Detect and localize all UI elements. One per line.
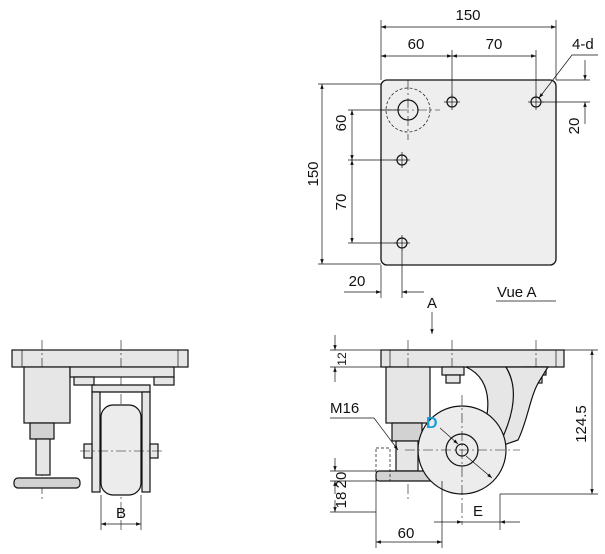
bolt-nut [445, 374, 461, 384]
dim-hole-spacing-y1: 60 [333, 115, 350, 132]
mount-hole [394, 152, 410, 168]
dim-e-label: E [473, 503, 483, 520]
mount-hole [394, 235, 410, 251]
side-view: A D 1 [330, 295, 598, 548]
dim-overall-height-side: 124.5 [573, 405, 590, 443]
front-fork-right [141, 391, 151, 493]
front-level-foot [13, 477, 81, 489]
dim-hole-label: 4-d [572, 36, 594, 53]
front-level-thread [35, 438, 51, 476]
dim-overall-width: 150 [455, 7, 480, 24]
front-wheel [100, 404, 142, 496]
side-top-plate [380, 349, 565, 368]
dim-b-label: B [116, 505, 126, 522]
front-level-column [23, 366, 71, 424]
dim-wheel-label: D [426, 415, 438, 432]
dim-hole-offset-x: 20 [349, 273, 366, 290]
level-column [385, 366, 431, 424]
mount-hole [528, 94, 544, 110]
dim-foot-height: 20 [333, 472, 350, 489]
front-fork-left [91, 391, 101, 493]
view-label: Vue A [497, 284, 536, 301]
top-plate [380, 79, 557, 266]
bolt-head [441, 366, 465, 376]
dim-hole-offset-y: 20 [566, 118, 583, 135]
dim-hole-spacing-x1: 60 [408, 36, 425, 53]
dim-hole-spacing-x2: 70 [486, 36, 503, 53]
dim-foot-height2: 18 [333, 492, 350, 509]
front-level-nut [29, 422, 55, 440]
front-mount-block [69, 366, 175, 378]
dim-foot-offset: 60 [398, 525, 415, 542]
front-view: B [11, 340, 189, 530]
view-arrow-label: A [427, 295, 437, 312]
dim-plate-thickness: 12 [335, 352, 349, 366]
mount-hole [444, 94, 460, 110]
front-bolt [73, 376, 95, 386]
dim-hole-spacing-y2: 70 [333, 194, 350, 211]
level-hidden [375, 447, 391, 482]
level-thread [395, 440, 419, 472]
caster-fork-side [496, 366, 550, 449]
level-nut [391, 422, 423, 442]
dim-thread-label: M16 [330, 400, 359, 417]
front-top-plate [11, 349, 189, 368]
dim-overall-height: 150 [305, 161, 322, 186]
front-bolt [153, 376, 175, 386]
top-view: 150 60 70 4-d 150 60 70 20 20 Vue A [305, 7, 598, 302]
front-swivel [91, 384, 151, 393]
